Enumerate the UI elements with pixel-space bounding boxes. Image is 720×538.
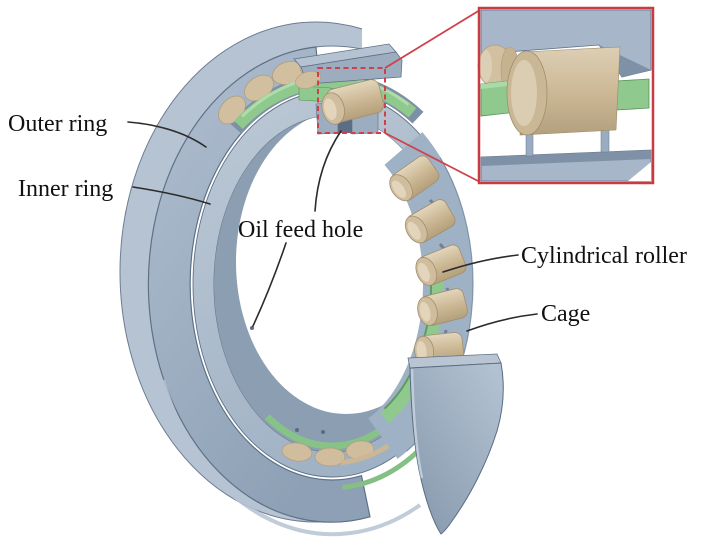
inset-inner-ring-edge	[481, 150, 651, 166]
label-inner-ring: Inner ring	[18, 176, 113, 202]
label-cylindrical-roller: Cylindrical roller	[521, 243, 687, 269]
roller-section	[321, 79, 385, 125]
label-cage: Cage	[541, 301, 590, 327]
roller	[415, 244, 467, 286]
leader-oil-feed-hole-top	[314, 130, 342, 212]
leader-inner-ring	[132, 186, 211, 205]
roller	[417, 288, 468, 326]
inset-corner-cut	[628, 162, 651, 181]
roller	[389, 155, 440, 202]
outer-ring-segment	[407, 353, 504, 535]
outer-ring-front	[147, 46, 371, 523]
callout-connector-top	[384, 9, 481, 69]
label-outer-ring: Outer ring	[8, 111, 107, 137]
leader-cage	[466, 313, 538, 332]
zoom-inset	[477, 6, 655, 185]
roller	[404, 199, 456, 244]
inset-border	[477, 6, 655, 185]
label-oil-feed-hole: Oil feed hole	[238, 217, 363, 243]
leader-oil-feed-hole-bottom	[252, 242, 287, 327]
zoom-callout-box	[317, 67, 386, 134]
leader-outer-ring	[127, 121, 207, 148]
outer-ring-bottom-edge	[161, 379, 422, 537]
inner-ring-oil-holes	[295, 428, 325, 434]
outer-ring-cross-section	[293, 43, 403, 135]
oil-feed-hole-inner-dot	[250, 326, 254, 330]
inset-roller	[506, 46, 621, 136]
cylindrical-rollers	[389, 155, 468, 401]
rollers-bore	[281, 440, 375, 467]
leader-cylindrical-roller	[442, 254, 519, 273]
callout-connector-bottom	[384, 132, 481, 183]
